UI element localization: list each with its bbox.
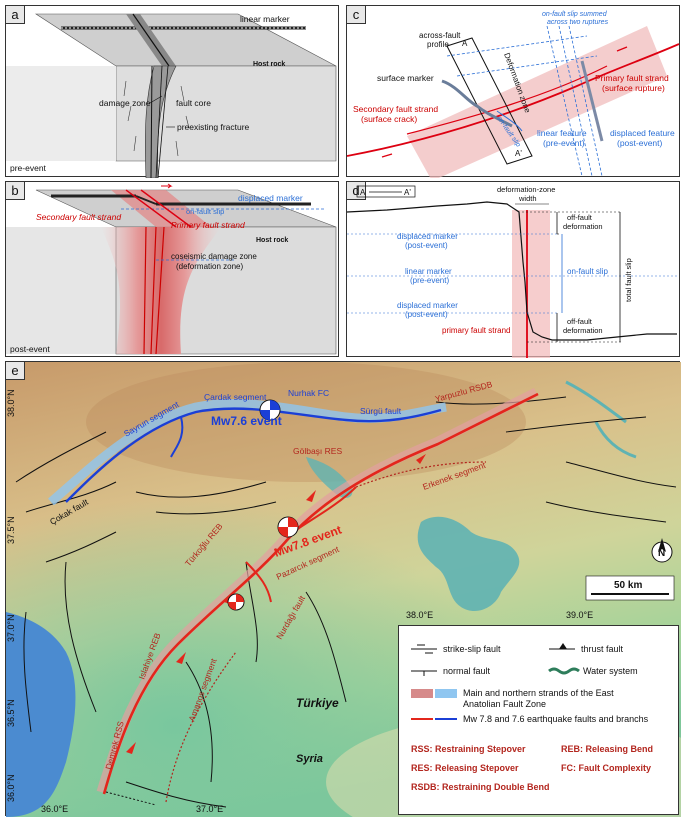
slip-summed-label-1: on-fault slip summed xyxy=(542,11,608,18)
lon-37: 37.0°E xyxy=(196,804,223,814)
panel-d: d A A' deformation-zone width off-fault xyxy=(346,181,680,358)
coseismic-label-1: coseismic damage zone xyxy=(171,252,257,261)
legend-mw-faults: Mw 7.8 and 7.6 earthquake faults and bra… xyxy=(463,714,649,724)
off-fault-bot-1: off-fault xyxy=(567,317,593,326)
host-rock-label-b: Host rock xyxy=(256,237,288,244)
lon-36: 36.0°E xyxy=(41,804,68,814)
dz-label-2: width xyxy=(518,194,537,203)
linear-feature-label-2: (pre-event) xyxy=(543,138,585,148)
legend-water: Water system xyxy=(583,666,638,676)
panel-e: Sayrun segment Çardak segment Nurhak FC … xyxy=(5,361,681,817)
lon-39: 39.0°E xyxy=(566,610,593,620)
displaced-top-2: (post-event) xyxy=(405,241,448,250)
scale-label: 50 km xyxy=(614,580,642,591)
secondary-c-label-1: Secondary fault strand xyxy=(353,104,438,114)
dz-label-1: deformation-zone xyxy=(497,185,555,194)
across-fault-label-1: across-fault xyxy=(419,31,461,40)
country-turkiye: Türkiye xyxy=(296,696,339,710)
displaced-feature-label-1: displaced feature xyxy=(610,128,675,138)
on-fault-slip-d: on-fault slip xyxy=(567,267,608,276)
off-fault-bot-2: deformation xyxy=(563,326,603,335)
legend-strands-1: Main and northern strands of the East xyxy=(463,688,614,698)
lat-375: 37.5°N xyxy=(6,516,16,544)
profile-a-d-label: A xyxy=(360,188,366,197)
off-fault-top-2: deformation xyxy=(563,222,603,231)
country-syria: Syria xyxy=(296,753,323,765)
linear-marker-label: linear marker xyxy=(240,14,290,24)
seg-surgu: Sürgü fault xyxy=(360,406,402,416)
displaced-top-1: displaced marker xyxy=(397,232,458,241)
event-76-label: Mw7.6 event xyxy=(211,414,282,428)
displaced-bot-2: (post-event) xyxy=(405,310,448,319)
north-label: N xyxy=(658,548,665,559)
panel-d-label: d xyxy=(347,182,366,200)
panel-b: b displaced m xyxy=(5,181,339,357)
pre-event-caption: pre-event xyxy=(10,163,47,173)
mw76-beachball xyxy=(259,399,281,421)
lon-38: 38.0°E xyxy=(406,610,433,620)
scale-bar: 50 km xyxy=(585,575,675,601)
seg-golbasi: Gölbaşı RES xyxy=(293,446,342,456)
panel-e-label: e xyxy=(6,362,25,380)
profile-a-label: A xyxy=(462,39,468,48)
host-rock-label: Host rock xyxy=(253,61,285,68)
legend-res: RES: Releasing Stepover xyxy=(411,763,519,773)
panel-d-profile: A A' deformation-zone width off-fault de… xyxy=(347,185,677,358)
off-fault-top-1: off-fault xyxy=(567,213,593,222)
total-fault-slip-label: total fault slip xyxy=(624,258,633,302)
panel-a-label: a xyxy=(6,6,25,24)
panel-a: a linear marker Host rock damage zone fa… xyxy=(5,5,339,178)
panel-c-label: c xyxy=(347,6,366,24)
damage-zone-label: damage zone xyxy=(99,98,151,108)
on-fault-slip-label: on-fault slip xyxy=(186,207,224,216)
mw78-beachball xyxy=(277,516,299,538)
linear-marker-d-1: linear marker xyxy=(405,267,452,276)
fault-core-label: fault core xyxy=(176,98,211,108)
displaced-marker-label: displaced marker xyxy=(238,193,303,203)
map-legend: strike-slip fault thrust fault normal fa… xyxy=(398,625,679,815)
secondary-c-label-2: (surface crack) xyxy=(361,114,417,124)
legend-strands-2: Anatolian Fault Zone xyxy=(463,699,546,709)
legend-rss: RSS: Restraining Stepover xyxy=(411,744,526,754)
panel-b-block-diagram: displaced marker on-fault slip Secondary… xyxy=(6,183,337,355)
north-arrow-icon: N xyxy=(651,538,673,563)
aftershock-beachball xyxy=(227,593,245,611)
primary-c-label-1: Primary fault strand xyxy=(595,73,669,83)
post-event-caption: post-event xyxy=(10,344,50,354)
slip-summed-label-2: across two ruptures xyxy=(547,19,609,26)
legend-graphic: strike-slip fault thrust fault normal fa… xyxy=(411,643,653,792)
across-fault-label-2: profile xyxy=(427,40,449,49)
primary-c-label-2: (surface rupture) xyxy=(602,83,665,93)
legend-reb: REB: Releasing Bend xyxy=(561,744,653,754)
legend-fc: FC: Fault Complexity xyxy=(561,763,651,773)
primary-strand-d: primary fault strand xyxy=(442,326,510,335)
legend-normal: normal fault xyxy=(443,666,491,676)
profile-a2-d-label: A' xyxy=(404,188,411,197)
displaced-feature-label-2: (post-event) xyxy=(617,138,663,148)
lat-37: 37.0°N xyxy=(6,614,16,642)
primary-strand-label: Primary fault strand xyxy=(171,220,245,230)
linear-feature-label-1: linear feature xyxy=(537,128,587,138)
panel-a-block-diagram: linear marker Host rock damage zone faul… xyxy=(6,13,337,178)
seg-nurhak: Nurhak FC xyxy=(288,388,329,398)
surface-marker-label: surface marker xyxy=(377,73,434,83)
lat-36: 36.0°N xyxy=(6,774,16,802)
lat-365: 36.5°N xyxy=(6,699,16,727)
coseismic-label-2: (deformation zone) xyxy=(176,262,243,271)
legend-strike-slip: strike-slip fault xyxy=(443,644,501,654)
preexisting-fracture-label: preexisting fracture xyxy=(177,122,250,132)
panel-c-map-diagram: on-fault slip summed across two ruptures… xyxy=(347,11,680,178)
legend-thrust: thrust fault xyxy=(581,644,624,654)
displaced-bot-1: displaced marker xyxy=(397,301,458,310)
linear-marker-d-2: (pre-event) xyxy=(410,276,449,285)
legend-rsdb: RSDB: Restraining Double Bend xyxy=(411,782,550,792)
lat-38: 38.0°N xyxy=(6,389,16,417)
panel-c: c on-fault slip summed across two ruptur… xyxy=(346,5,680,178)
seg-cardak: Çardak segment xyxy=(204,392,267,402)
panel-b-label: b xyxy=(6,182,25,200)
secondary-strand-label: Secondary fault strand xyxy=(36,212,121,222)
profile-a2-label: A' xyxy=(515,149,522,158)
